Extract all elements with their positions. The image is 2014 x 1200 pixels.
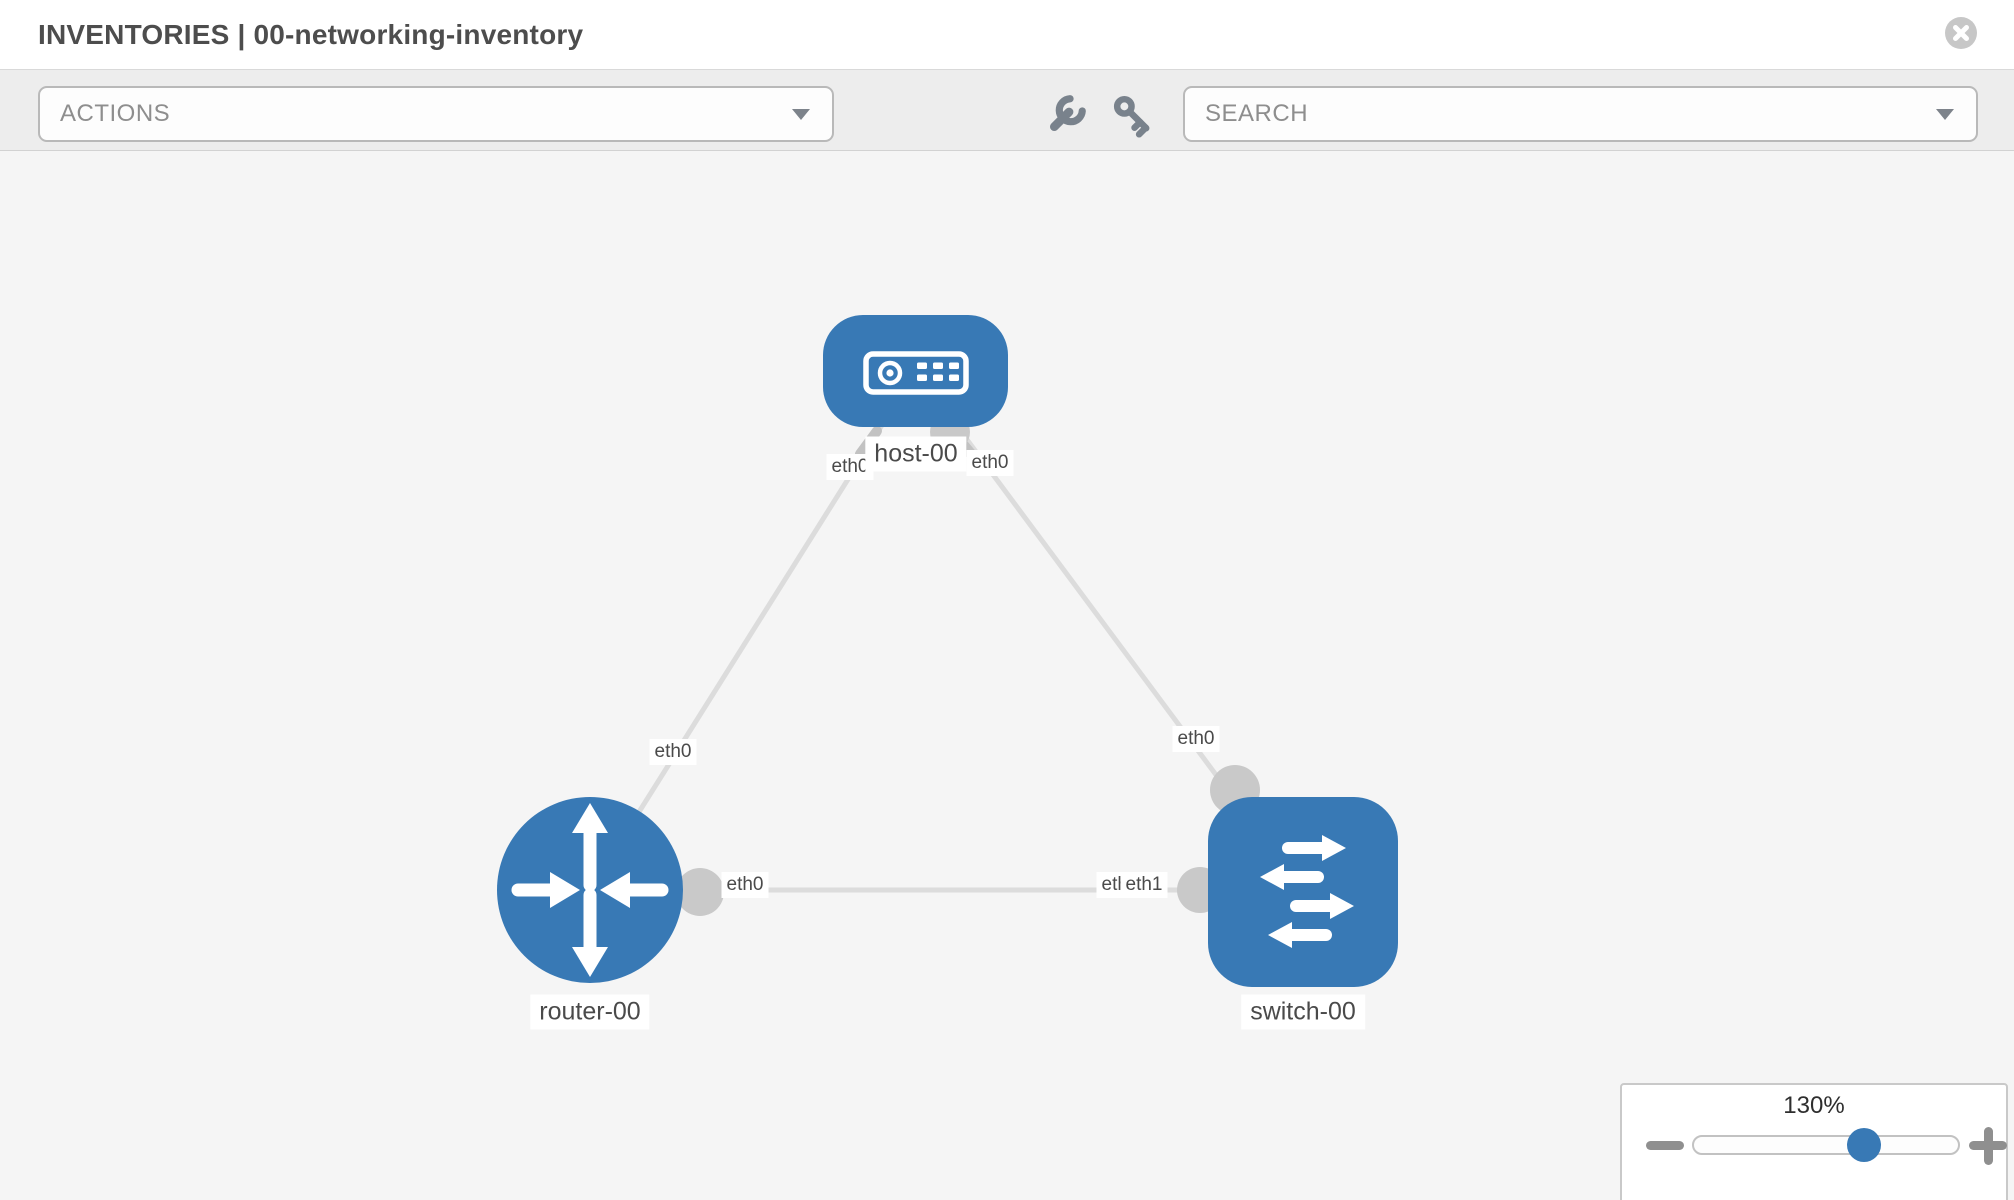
node-label-router-00: router-00 — [530, 994, 650, 1030]
node-label-host-00: host-00 — [865, 436, 967, 472]
wrench-icon — [1049, 95, 1086, 132]
port-label-eth0: eth0 — [966, 450, 1014, 476]
port-label-eth0: eth0 — [721, 872, 769, 898]
header: INVENTORIES | 00-networking-inventory — [0, 0, 2014, 70]
zoom-control-panel: 130% — [1620, 1083, 2008, 1200]
zoom-slider-knob[interactable] — [1847, 1128, 1881, 1162]
topology-canvas[interactable]: eth0 eth0 eth0 eth0 eth0 eth0 eth1 host-… — [0, 151, 2014, 1200]
close-icon — [1953, 25, 1969, 41]
topology-graph — [497, 315, 1398, 987]
port-dot — [676, 868, 724, 916]
host-server-icon — [863, 351, 969, 395]
minus-icon — [1646, 1141, 1684, 1150]
zoom-slider-track[interactable] — [1692, 1135, 1960, 1155]
toolbar: ACTIONS SEARCH — [0, 70, 2014, 151]
node-host-00[interactable] — [823, 315, 1008, 427]
plus-icon — [1983, 1126, 1993, 1165]
page-title: INVENTORIES | 00-networking-inventory — [38, 19, 584, 50]
search-dropdown[interactable]: SEARCH — [1183, 86, 1978, 142]
switch-arrows-icon — [1260, 835, 1354, 948]
port-label-eth0: eth0 — [1172, 726, 1220, 752]
close-button[interactable] — [1945, 17, 1977, 49]
manage-tools-button[interactable] — [1043, 92, 1089, 138]
router-arrows-icon — [511, 803, 669, 977]
actions-dropdown[interactable]: ACTIONS — [38, 86, 834, 142]
node-switch-00[interactable] — [1208, 797, 1398, 987]
node-router-00[interactable] — [497, 797, 683, 983]
port-label-eth1: eth1 — [1120, 872, 1168, 898]
chevron-down-icon — [792, 109, 810, 120]
zoom-percent-label: 130% — [1783, 1092, 1845, 1119]
actions-dropdown-label: ACTIONS — [60, 100, 171, 127]
port-label-eth0: eth0 — [649, 739, 697, 765]
credentials-key-button[interactable] — [1110, 92, 1156, 138]
node-label-switch-00: switch-00 — [1241, 994, 1365, 1030]
zoom-in-button[interactable] — [1966, 1123, 2010, 1167]
search-dropdown-label: SEARCH — [1205, 100, 1309, 127]
zoom-out-button[interactable] — [1643, 1123, 1687, 1167]
key-icon — [1113, 95, 1150, 138]
chevron-down-icon — [1936, 109, 1954, 120]
